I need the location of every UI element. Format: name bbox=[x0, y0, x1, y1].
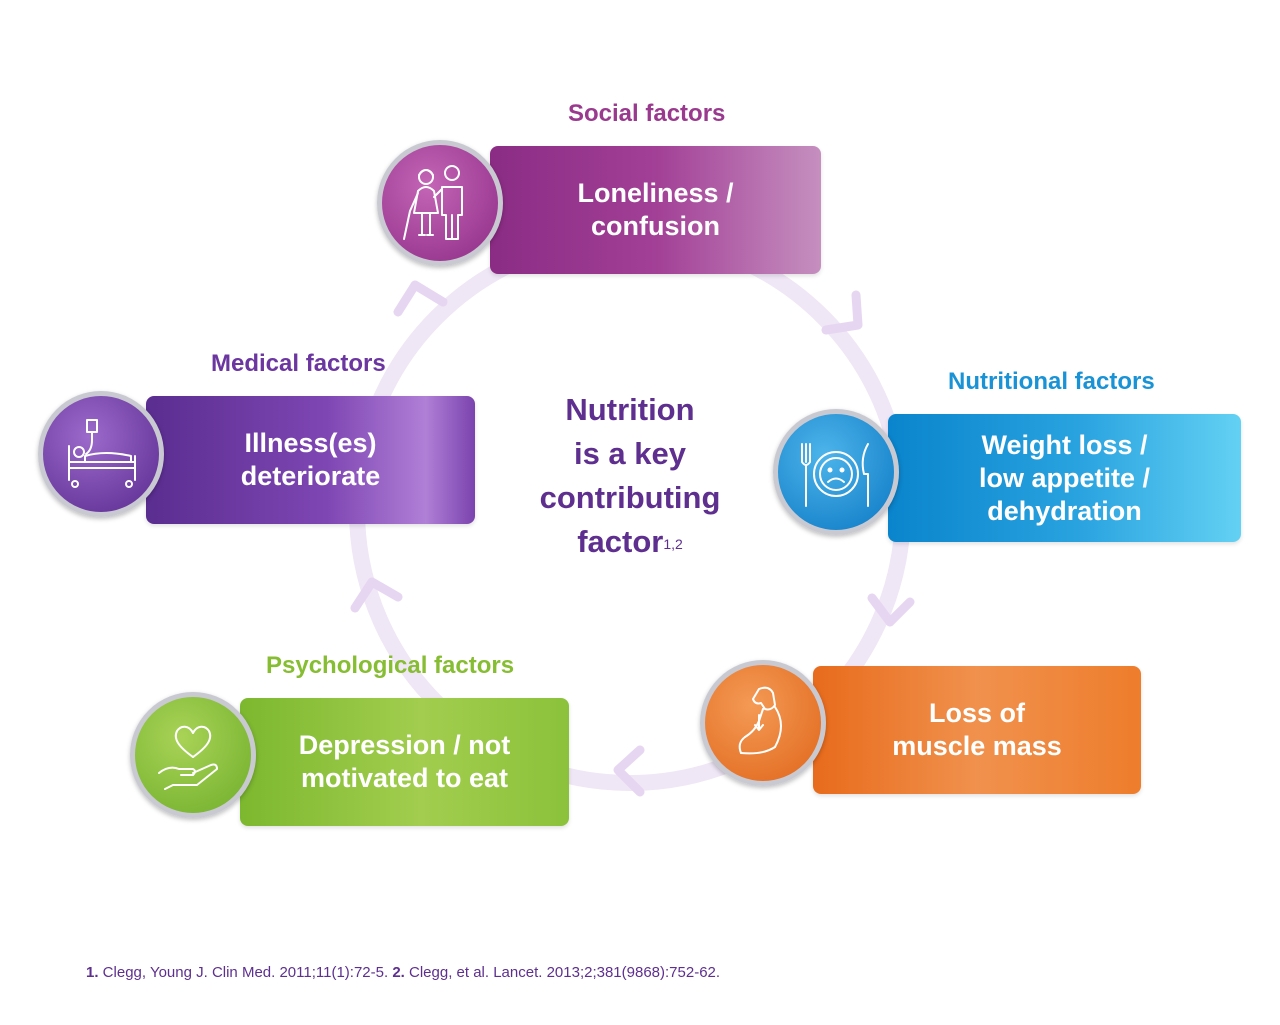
elderly-couple-icon bbox=[377, 140, 503, 266]
ref1-number: 1. bbox=[86, 964, 99, 981]
hospital-bed-icon bbox=[38, 391, 164, 517]
center-line-1: Nutrition bbox=[565, 392, 695, 427]
social-factors-text: Loneliness / confusion bbox=[577, 178, 734, 241]
center-line-4-text: factor bbox=[577, 524, 664, 559]
center-message: Nutrition is a key contributing factor1,… bbox=[505, 388, 755, 564]
heart-in-hand-icon bbox=[130, 692, 256, 818]
arrow-chevron-right-top bbox=[821, 290, 863, 335]
references-footnote: 1. Clegg, Young J. Clin Med. 2011;11(1):… bbox=[86, 964, 720, 981]
arrow-chevron-right-bottom bbox=[867, 593, 915, 627]
arrow-chevron-bottom bbox=[613, 745, 645, 797]
center-superscript: 1,2 bbox=[663, 536, 683, 552]
ref2-number: 2. bbox=[392, 964, 405, 981]
muscle-mass-text: Loss of muscle mass bbox=[892, 698, 1062, 761]
arrow-chevron-top-left bbox=[393, 280, 448, 317]
muscle-mass-box: Loss of muscle mass bbox=[813, 666, 1141, 794]
social-factors-box: Loneliness / confusion bbox=[490, 146, 821, 274]
social-factors-heading: Social factors bbox=[568, 100, 726, 127]
psychological-factors-heading: Psychological factors bbox=[266, 652, 515, 679]
nutritional-factors-heading: Nutritional factors bbox=[948, 368, 1155, 395]
arrow-chevron-left bbox=[350, 577, 403, 613]
center-line-2: is a key bbox=[573, 436, 687, 471]
ref1-text: Clegg, Young J. Clin Med. 2011;11(1):72-… bbox=[98, 964, 393, 981]
medical-factors-text: Illness(es) deteriorate bbox=[240, 428, 381, 491]
weak-arm-icon bbox=[700, 660, 826, 786]
psychological-factors-box: Depression / not motivated to eat bbox=[240, 698, 569, 826]
ref2-text: Clegg, et al. Lancet. 2013;2;381(9868):7… bbox=[404, 964, 721, 981]
sad-plate-icon bbox=[773, 409, 899, 535]
medical-factors-box: Illness(es) deteriorate bbox=[146, 396, 475, 524]
center-line-3: contributing bbox=[539, 480, 721, 515]
center-line-4: factor1,2 bbox=[505, 520, 755, 564]
psychological-factors-text: Depression / not motivated to eat bbox=[298, 730, 511, 793]
nutritional-factors-box: Weight loss / low appetite / dehydration bbox=[888, 414, 1241, 542]
medical-factors-heading: Medical factors bbox=[211, 350, 386, 377]
nutritional-factors-text: Weight loss / low appetite / dehydration bbox=[978, 429, 1151, 526]
